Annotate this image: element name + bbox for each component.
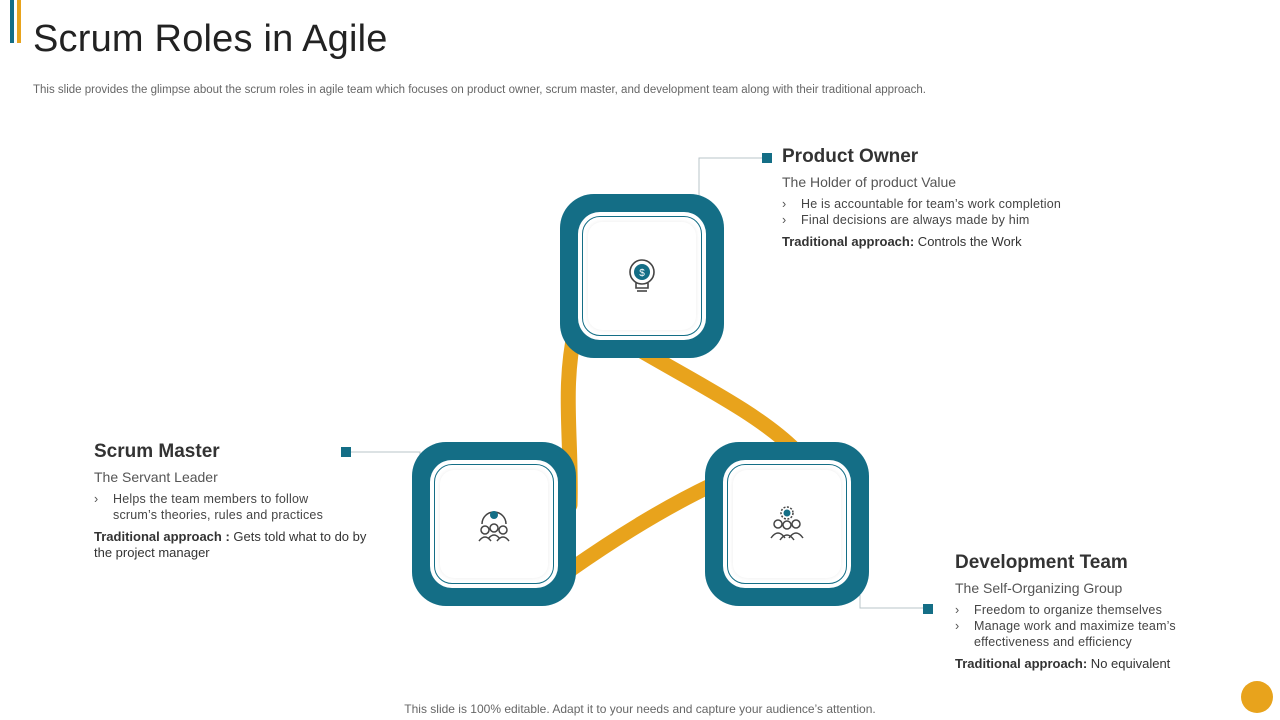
connector-po-dt	[632, 342, 803, 458]
lightbulb-dollar-icon: $	[629, 259, 655, 292]
product-owner-marker	[762, 153, 772, 163]
product-owner-text: Product Owner The Holder of product Valu…	[782, 146, 1122, 250]
list-item: Final decisions are always made by him	[782, 212, 1122, 228]
list-item: Manage work and maximize team’s effectiv…	[955, 618, 1200, 650]
title-accent-bar-teal	[10, 0, 14, 43]
development-team-node	[705, 442, 869, 606]
development-team-traditional: Traditional approach: No equivalent	[955, 656, 1200, 672]
development-team-bullets: Freedom to organize themselves Manage wo…	[955, 602, 1200, 650]
product-owner-traditional: Traditional approach: Controls the Work	[782, 234, 1122, 250]
development-team-text: Development Team The Self-Organizing Gro…	[955, 552, 1200, 672]
product-owner-node: $	[560, 194, 724, 358]
scrum-master-text: Scrum Master The Servant Leader Helps th…	[94, 441, 379, 561]
product-owner-subtitle: The Holder of product Value	[782, 174, 957, 190]
page-title: Scrum Roles in Agile	[33, 18, 388, 60]
svg-text:$: $	[639, 268, 645, 279]
connector-sm-dt	[562, 477, 720, 578]
corner-dot	[1241, 681, 1273, 713]
list-item: He is accountable for team’s work comple…	[782, 196, 1122, 212]
page-subtitle: This slide provides the glimpse about th…	[33, 84, 926, 96]
traditional-label: Traditional approach :	[94, 529, 230, 544]
scrum-master-bullets: Helps the team members to follow scrum’s…	[94, 491, 334, 523]
list-item: Freedom to organize themselves	[955, 602, 1200, 618]
traditional-value: Gets told what to do by the project mana…	[94, 529, 367, 560]
leader-line-development-team	[859, 595, 924, 609]
development-team-subtitle: The Self-Organizing Group	[955, 580, 1123, 596]
scrum-master-title: Scrum Master	[94, 441, 220, 462]
scrum-master-node	[412, 442, 576, 606]
scrum-master-traditional: Traditional approach : Gets told what to…	[94, 529, 379, 561]
leader-line-product-owner	[698, 157, 762, 195]
scrum-master-marker	[341, 447, 351, 457]
development-team-title: Development Team	[955, 552, 1128, 573]
title-accent-bar-gold	[17, 0, 21, 43]
list-item: Helps the team members to follow scrum’s…	[94, 491, 334, 523]
product-owner-bullets: He is accountable for team’s work comple…	[782, 196, 1122, 228]
scrum-master-subtitle: The Servant Leader	[94, 469, 218, 485]
traditional-label: Traditional approach:	[955, 656, 1088, 671]
traditional-value: Controls the Work	[914, 234, 1022, 249]
team-gear-icon	[770, 506, 804, 541]
product-owner-title: Product Owner	[782, 146, 919, 167]
traditional-label: Traditional approach:	[782, 234, 915, 249]
team-leader-icon	[478, 511, 510, 542]
traditional-value: No equivalent	[1087, 656, 1171, 671]
footer-note: This slide is 100% editable. Adapt it to…	[404, 702, 876, 716]
development-team-marker	[923, 604, 933, 614]
